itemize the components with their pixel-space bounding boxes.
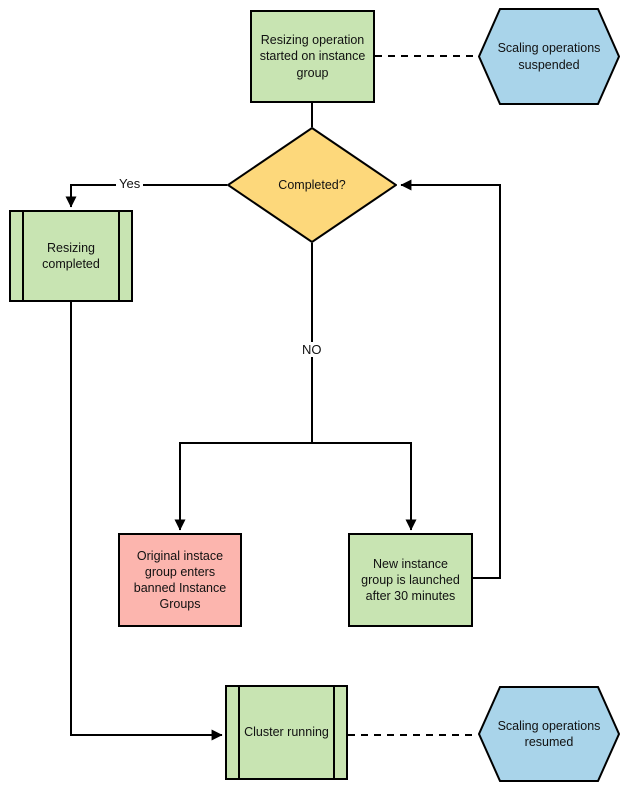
node-scaling-resumed: Scaling operations resumed bbox=[478, 686, 620, 782]
edge-label-yes: Yes bbox=[116, 176, 144, 191]
hexagon-shape bbox=[478, 686, 620, 782]
hexagon-shape bbox=[478, 8, 620, 105]
node-cluster-running: Cluster running bbox=[225, 685, 348, 780]
node-banned-instance-groups: Original instace group enters banned Ins… bbox=[118, 533, 242, 627]
node-completed-decision: Completed? bbox=[227, 127, 397, 243]
node-resizing-started: Resizing operation started on instance g… bbox=[250, 10, 375, 103]
edge-decision-yes-to-resizing-completed bbox=[65, 184, 227, 208]
edge-new-group-loop-to-decision bbox=[400, 179, 501, 579]
node-scaling-resumed-label: Scaling operations resumed bbox=[497, 718, 601, 749]
node-scaling-suspended: Scaling operations suspended bbox=[478, 8, 620, 105]
node-cluster-running-label: Cluster running bbox=[244, 725, 329, 740]
node-scaling-suspended-label: Scaling operations suspended bbox=[497, 41, 601, 72]
node-resizing-started-label: Resizing operation started on instance g… bbox=[259, 33, 366, 80]
inner-bar-right bbox=[118, 212, 120, 300]
inner-bar-left bbox=[22, 212, 24, 300]
node-banned-instance-groups-label: Original instace group enters banned Ins… bbox=[133, 548, 227, 612]
edge-no-to-new-group bbox=[312, 442, 417, 531]
edge-label-no: NO bbox=[299, 342, 325, 357]
edge-resizing-completed-to-cluster bbox=[70, 302, 223, 741]
node-new-instance-group-label: New instance group is launched after 30 … bbox=[361, 556, 460, 604]
node-resizing-completed: Resizing completed bbox=[9, 210, 133, 302]
diamond-shape bbox=[227, 127, 397, 243]
inner-bar-right bbox=[333, 687, 335, 778]
inner-bar-left bbox=[238, 687, 240, 778]
edge-no-to-banned bbox=[174, 442, 312, 531]
node-completed-decision-label: Completed? bbox=[278, 177, 346, 192]
node-resizing-completed-label: Resizing completed bbox=[42, 240, 100, 271]
node-new-instance-group: New instance group is launched after 30 … bbox=[348, 533, 473, 627]
